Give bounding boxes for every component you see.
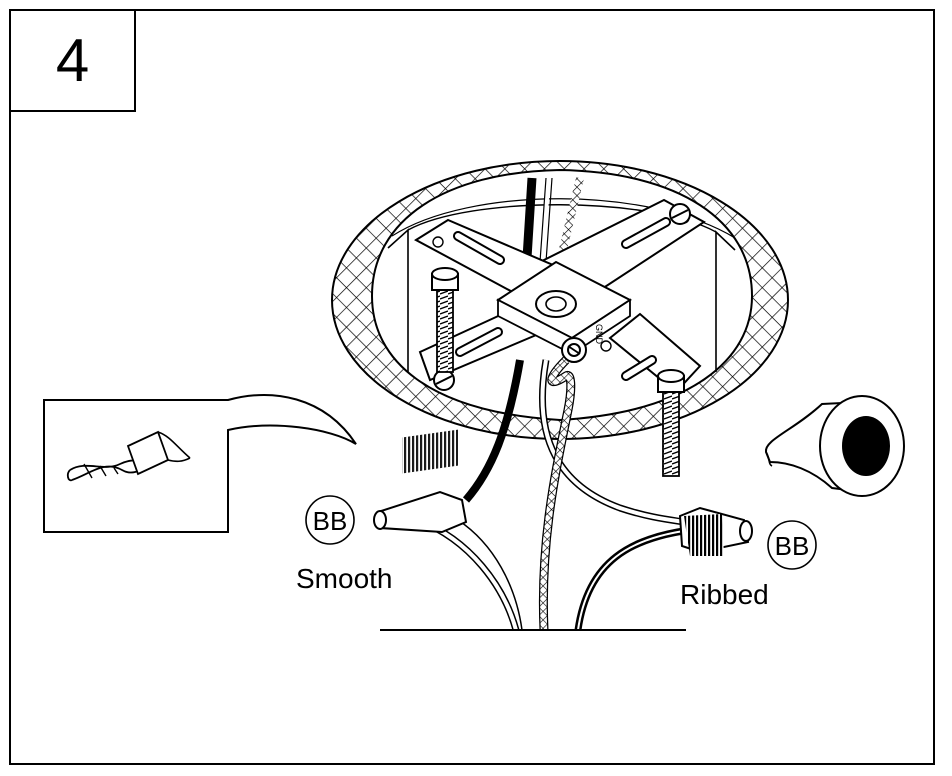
ground-wire — [538, 356, 576, 631]
fixture-white-wire — [416, 516, 523, 631]
illustration-frame — [9, 9, 935, 765]
wire-nut-icon — [373, 429, 468, 534]
step-number: 4 — [55, 27, 90, 94]
white-supply-wire — [539, 359, 685, 526]
part-callout-bb-right: BB — [767, 520, 817, 570]
ground-screw-icon — [561, 337, 587, 363]
part-label: BB — [775, 531, 810, 561]
gnd-mark: GND — [594, 324, 604, 345]
ribbed-label: Ribbed — [680, 579, 769, 610]
wire-nut-icon — [678, 506, 753, 556]
part-callout-bb-left: BB — [305, 495, 355, 545]
fixture-black-wire — [574, 526, 691, 631]
smooth-label: Smooth — [296, 563, 393, 594]
long-threaded-screw-left — [431, 267, 459, 373]
supply-cable-in-box — [522, 177, 584, 263]
wire-twist-detail-icon — [43, 394, 357, 533]
step-number-box: 4 — [9, 9, 136, 112]
black-supply-wire — [462, 359, 524, 503]
electrical-tape-icon — [764, 395, 905, 497]
part-label: BB — [313, 506, 348, 536]
long-threaded-screw-right — [657, 369, 685, 477]
